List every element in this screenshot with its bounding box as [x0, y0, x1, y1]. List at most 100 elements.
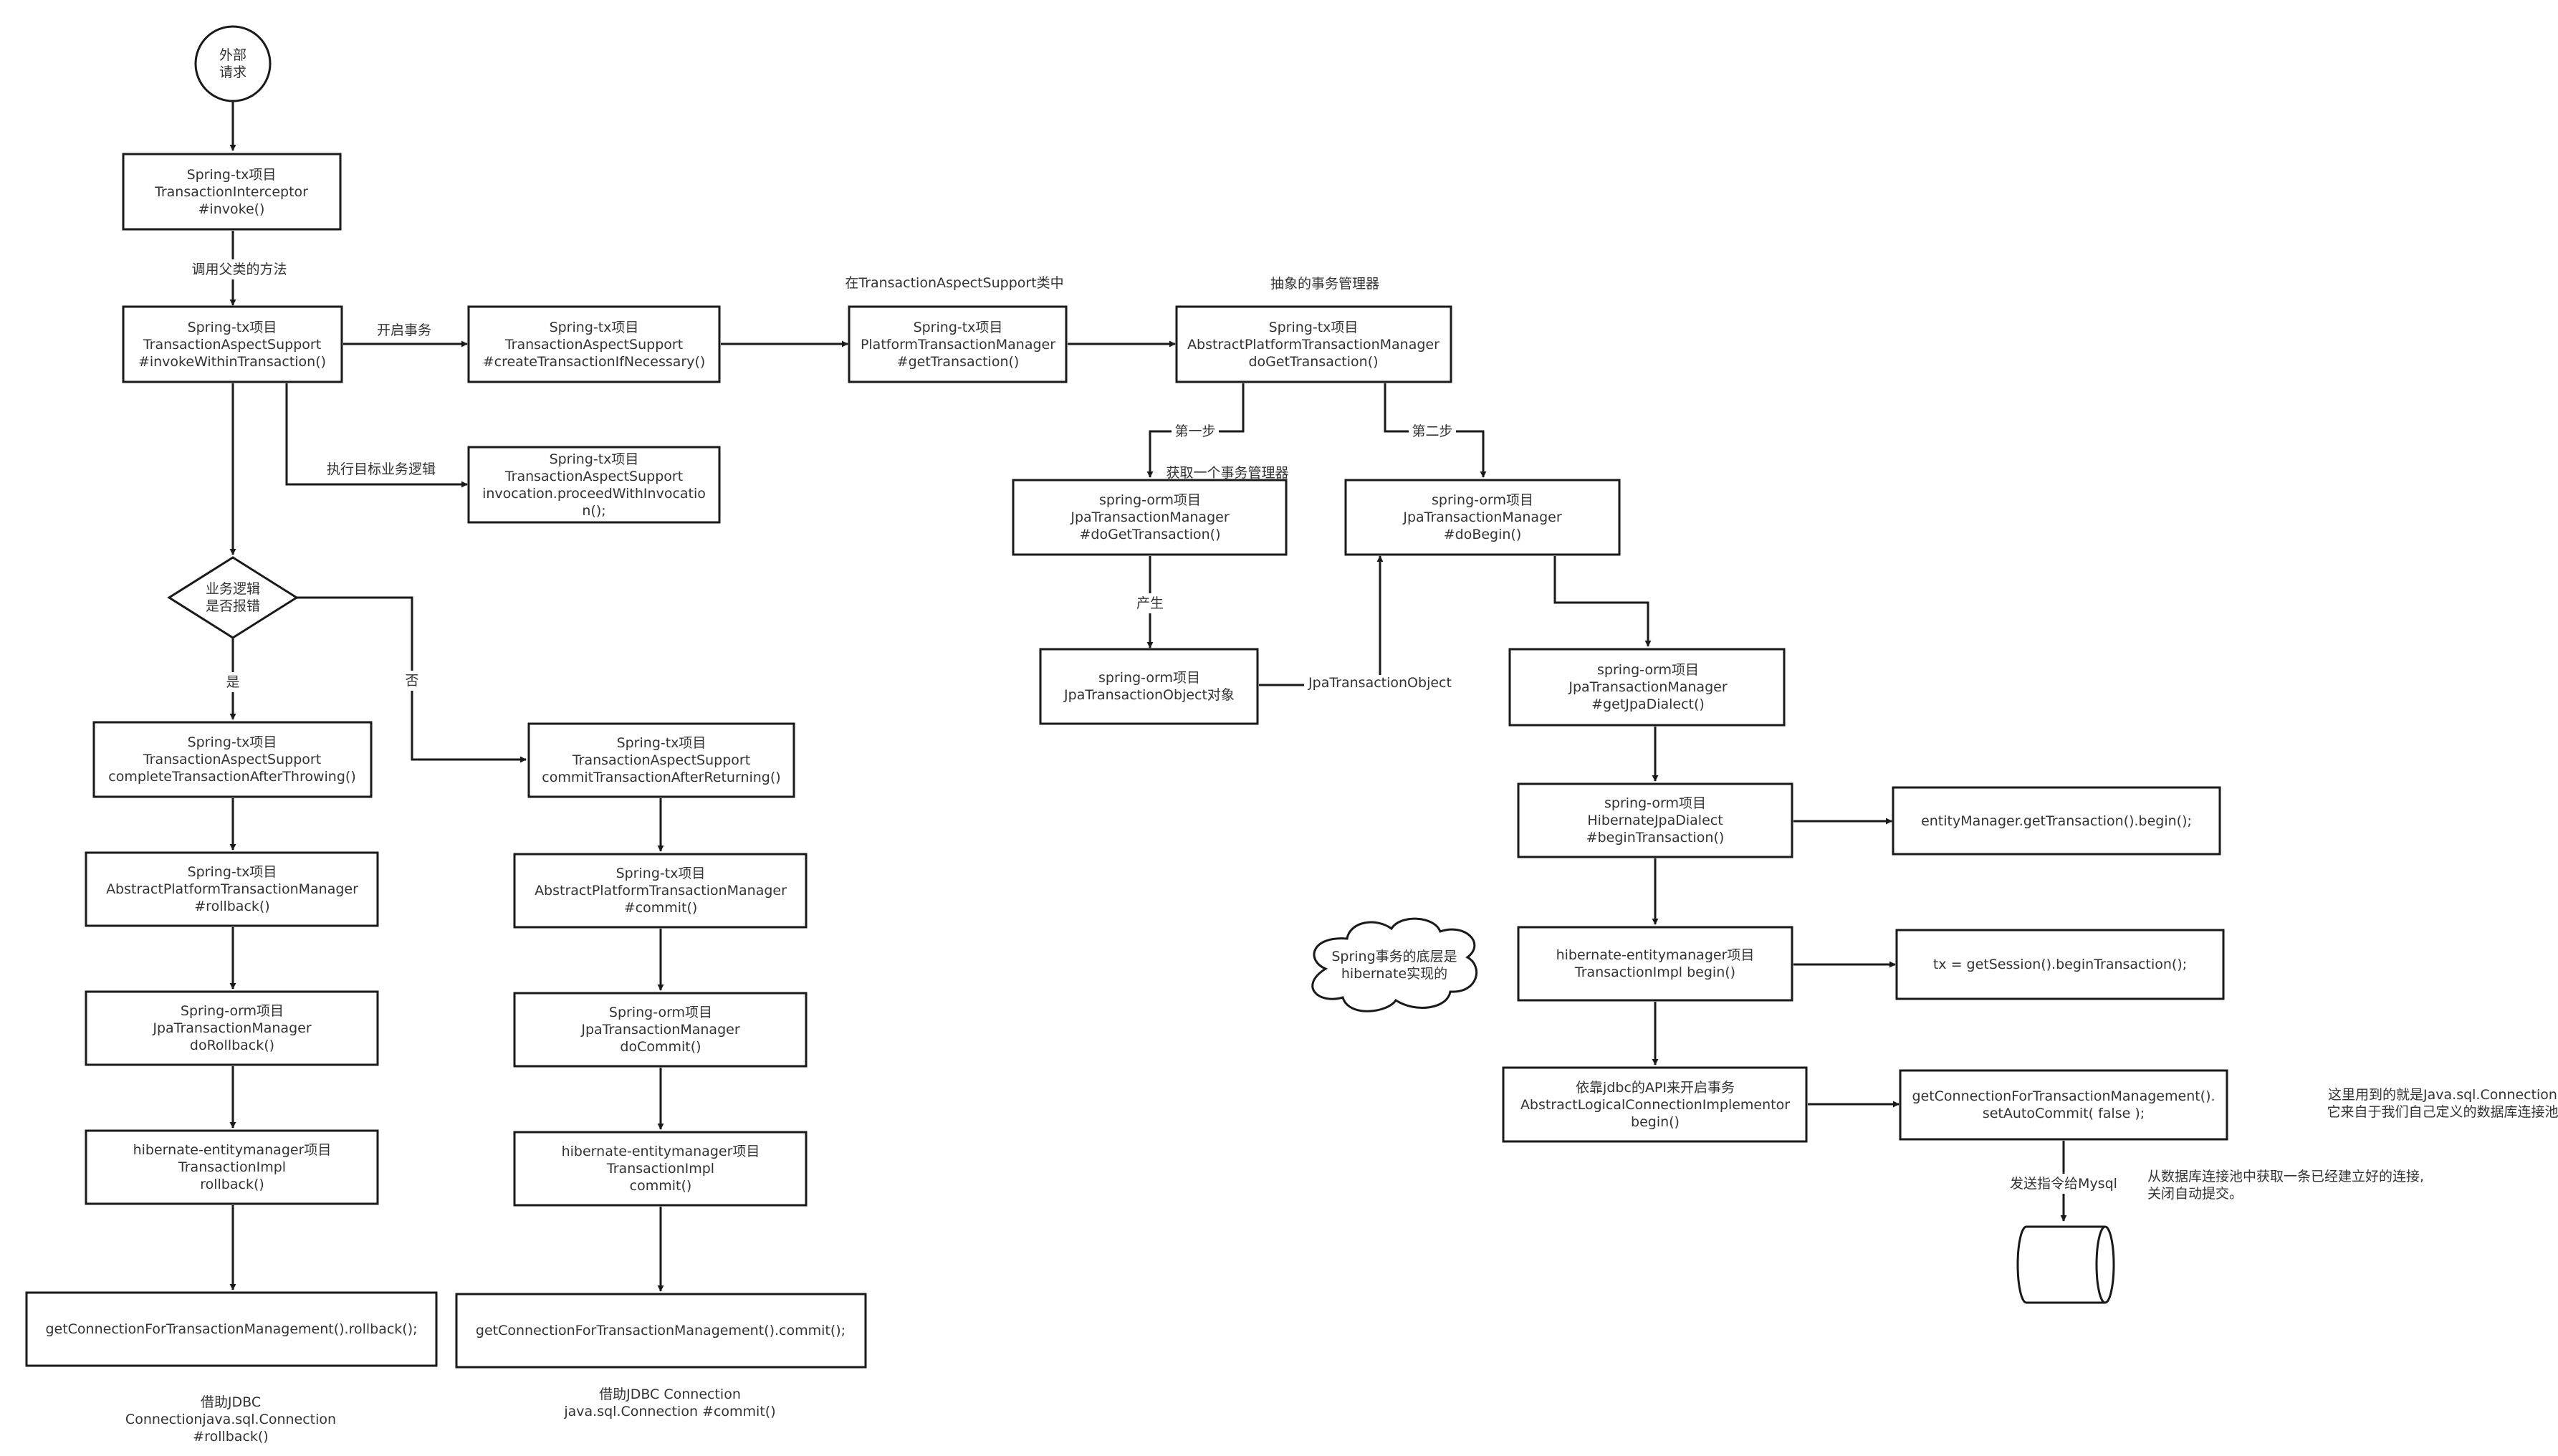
text-line: TransactionImpl begin(): [1574, 964, 1735, 980]
text-line: 这里用到的就是Java.sql.Connection: [2328, 1087, 2557, 1103]
conn-commit-node[interactable]: [455, 1293, 867, 1369]
aptm-do-get-node[interactable]: [1175, 305, 1452, 383]
conn-rollback-node-text: getConnectionForTransactionManagement().…: [45, 1321, 417, 1337]
jpa-do-get-node[interactable]: [1012, 479, 1288, 556]
text-line: 关闭自动提交。: [2147, 1186, 2243, 1202]
jpa-do-rollback-node[interactable]: [85, 990, 379, 1066]
text-line: Spring-orm项目: [181, 1003, 284, 1019]
tximpl-rollback-node[interactable]: [85, 1129, 379, 1205]
text-line: Spring事务的底层是: [1331, 949, 1457, 964]
tximpl-begin-node[interactable]: [1517, 926, 1793, 1002]
session-begin-node-text: tx = getSession().beginTransaction();: [1933, 957, 2187, 972]
text-line: getConnectionForTransactionManagement().…: [45, 1321, 417, 1337]
decision-node[interactable]: [167, 556, 299, 639]
edge-txobj-jpadobegin: [1259, 555, 1384, 686]
text-line: TransactionInterceptor: [154, 184, 308, 200]
proceed-node[interactable]: [467, 446, 721, 524]
label-produce: 产生: [1136, 595, 1164, 611]
autocommit-node[interactable]: [1899, 1069, 2228, 1141]
text-line: #rollback(): [193, 1429, 268, 1445]
conn-rollback-node[interactable]: [25, 1291, 438, 1367]
text-line: TransactionAspectSupport: [143, 337, 321, 353]
database-icon[interactable]: [2016, 1225, 2115, 1304]
text-line: TransactionAspectSupport: [572, 752, 750, 768]
label-step-one: 第一步: [1174, 423, 1215, 439]
cloud-note-text: Spring事务的底层是 hibernate实现的: [1331, 949, 1457, 982]
start-node-text: 外部请求: [219, 47, 246, 80]
text-line: hibernate-entitymanager项目: [562, 1144, 760, 1159]
text-line: Spring-orm项目: [609, 1005, 712, 1020]
text-line: Spring-tx项目: [188, 734, 277, 750]
text-line: #invoke(): [198, 201, 265, 217]
text-line: java.sql.Connection #commit(): [563, 1404, 775, 1419]
text-line: TransactionAspectSupport: [504, 469, 683, 484]
text-line: 请求: [219, 64, 246, 80]
text-line: JpaTransactionManager: [580, 1022, 739, 1038]
label-no: 否: [405, 673, 418, 689]
text-line: Spring-tx项目: [550, 451, 639, 467]
text-line: n();: [582, 503, 605, 519]
jpa-do-commit-node[interactable]: [513, 992, 808, 1068]
interceptor-node[interactable]: [122, 153, 342, 231]
text-line: AbstractPlatformTransactionManager: [106, 881, 358, 897]
commit-return-node[interactable]: [527, 722, 795, 798]
text-line: JpaTransactionObject对象: [1063, 687, 1235, 703]
annotations: 在TransactionAspectSupport类中 抽象的事务管理器 借助J…: [125, 275, 2558, 1445]
jpa-get-dialect-node[interactable]: [1508, 648, 1786, 727]
text-line: Spring-tx项目: [188, 320, 277, 335]
text-line: #getJpaDialect(): [1591, 696, 1705, 712]
note-connection-pool: 从数据库连接池中获取一条已经建立好的连接,关闭自动提交。: [2147, 1169, 2424, 1202]
text-line: AbstractPlatformTransactionManager: [1187, 337, 1440, 353]
cloud-note: [1311, 917, 1478, 1012]
text-line: TransactionImpl: [178, 1159, 286, 1175]
aptm-rollback-node[interactable]: [85, 851, 379, 927]
start-node[interactable]: [194, 25, 272, 102]
complete-throw-node[interactable]: [92, 721, 373, 798]
text-line: spring-orm项目: [1098, 670, 1200, 686]
text-line: 借助JDBC Connection: [599, 1386, 741, 1402]
aspect-invoke-node[interactable]: [122, 305, 343, 383]
jpa-tx-obj-node[interactable]: [1039, 648, 1259, 725]
text-line: AbstractPlatformTransactionManager: [535, 883, 787, 899]
text-line: getConnectionForTransactionManagement().: [1912, 1088, 2215, 1104]
text-line: Spring-tx项目: [187, 167, 277, 183]
ptm-get-node[interactable]: [848, 305, 1068, 383]
text-line: JpaTransactionManager: [1568, 679, 1727, 695]
text-line: JpaTransactionManager: [152, 1020, 311, 1036]
create-tx-node[interactable]: [467, 305, 721, 383]
text-line: 业务逻辑: [206, 581, 260, 597]
decision-node-text: 业务逻辑是否报错: [206, 581, 260, 614]
tximpl-commit-node[interactable]: [513, 1131, 808, 1207]
text-line: HibernateJpaDialect: [1587, 813, 1723, 828]
aptm-commit-node[interactable]: [513, 853, 808, 929]
text-line: Connectionjava.sql.Connection: [125, 1412, 336, 1427]
text-line: #commit(): [624, 900, 698, 916]
session-begin-node[interactable]: [1895, 929, 2225, 1000]
text-line: commitTransactionAfterReturning(): [542, 770, 780, 785]
text-line: commit(): [630, 1178, 692, 1194]
jpa-do-begin-node[interactable]: [1344, 479, 1621, 556]
hib-begin-node[interactable]: [1517, 782, 1793, 858]
text-line: hibernate实现的: [1341, 966, 1447, 982]
label-get-tx-manager: 获取一个事务管理器: [1166, 465, 1288, 481]
text-line: 外部: [219, 47, 246, 63]
text-line: Spring-tx项目: [914, 320, 1003, 335]
text-line: Spring-tx项目: [617, 735, 706, 751]
jdbc-begin-node[interactable]: [1502, 1066, 1808, 1143]
em-begin-node[interactable]: [1892, 786, 2221, 856]
text-line: 是否报错: [206, 598, 260, 614]
conn-commit-node-text: getConnectionForTransactionManagement().…: [476, 1323, 846, 1338]
text-line: #invokeWithinTransaction(): [138, 354, 326, 370]
